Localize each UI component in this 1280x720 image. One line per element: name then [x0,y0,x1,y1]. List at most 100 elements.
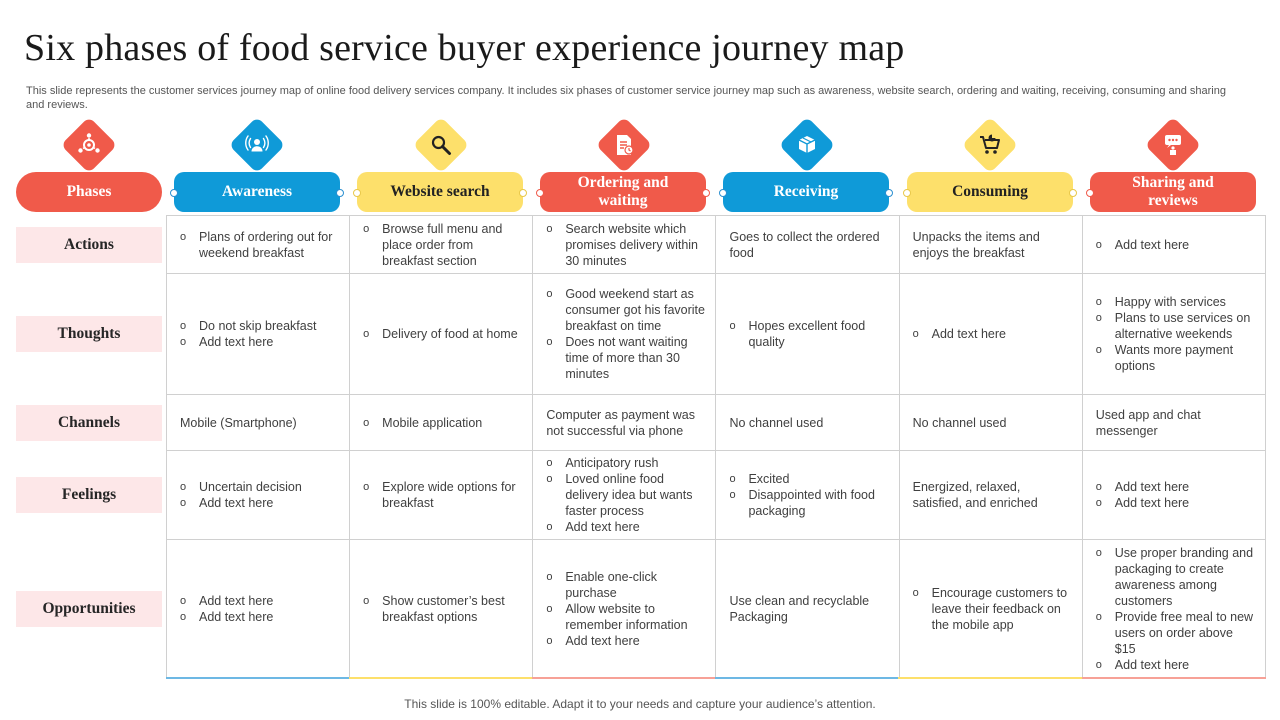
phase-label: Awareness [221,183,293,200]
bullet-list: Uncertain decisionAdd text here [180,479,339,511]
bullet-item: Add text here [1096,237,1255,253]
cell-text: Computer as payment was not successful v… [546,407,695,438]
bullet-item: Use proper branding and packaging to cre… [1096,545,1255,609]
row-label-channels: Channels [16,405,162,441]
table-cell: Add text hereAdd text here [165,539,351,678]
bullet-item: Add text here [1096,479,1255,495]
column-underline [349,677,532,679]
bullet-list: Use proper branding and packaging to cre… [1096,545,1255,673]
bullet-list: ExcitedDisappointed with food packaging [729,471,888,519]
bullet-item: Wants more payment options [1096,342,1255,374]
phase-header-consuming: Consuming [907,172,1073,212]
row-label-opportunities: Opportunities [16,591,162,627]
bullet-list: Happy with servicesPlans to use services… [1096,294,1255,374]
column-underline [715,677,898,679]
table-cell: Used app and chat messenger [1081,394,1267,451]
table-cell: Mobile (Smartphone) [165,394,351,451]
bullet-list: Add text here [913,326,1072,342]
table-row: Uncertain decisionAdd text here Explore w… [165,450,1267,540]
footer-note: This slide is 100% editable. Adapt it to… [404,697,876,711]
bullet-item: Show customer’s best breakfast options [363,593,522,625]
connector-dot [1086,189,1094,197]
table-cell: Use proper branding and packaging to cre… [1081,539,1267,678]
page-title: Six phases of food service buyer experie… [24,27,905,69]
gear-network-icon [60,116,118,174]
journey-grid-body: Plans of ordering out for weekend breakf… [165,215,1267,678]
table-row: Plans of ordering out for weekend breakf… [165,215,1267,274]
table-cell: Use clean and recyclable Packaging [715,539,900,678]
cell-text: Use clean and recyclable Packaging [729,593,870,624]
journey-grid: Plans of ordering out for weekend breakf… [165,215,1267,678]
table-cell: Search website which promises delivery w… [532,215,717,274]
bullet-item: Plans to use services on alternative wee… [1096,310,1255,342]
bullet-item: Delivery of food at home [363,326,522,342]
row-label-thoughts: Thoughts [16,316,162,352]
bullet-item: Enable one-click purchase [546,569,705,601]
cell-text: Goes to collect the ordered food [729,229,880,260]
table-cell: Encourage customers to leave their feedb… [898,539,1083,678]
phases-header-label: Phases [66,183,112,200]
table-cell: Enable one-click purchaseAllow website t… [532,539,717,678]
table-cell: Add text here [1081,215,1267,274]
magnifier-icon [412,116,470,174]
column-underline [898,677,1082,679]
connector-dot [536,189,544,197]
table-cell: Browse full menu and place order from br… [349,215,534,274]
table-cell: Mobile application [349,394,534,451]
connector-dot [353,189,361,197]
bullet-item: Allow website to remember information [546,601,705,633]
bullet-list: Add text here [1096,237,1255,253]
bullet-item: Disappointed with food packaging [729,487,888,519]
bullet-item: Explore wide options for breakfast [363,479,522,511]
cell-text: No channel used [912,415,1007,430]
row-label-actions: Actions [16,227,162,263]
column-underline [532,677,715,679]
phase-header-website-search: Website search [357,172,523,212]
bullet-item: Mobile application [363,415,522,431]
phase-label: Receiving [773,183,839,200]
cell-text: Used app and chat messenger [1095,407,1201,438]
bullet-list: Add text hereAdd text here [180,593,339,625]
slide-description: This slide represents the customer servi… [26,85,1226,111]
cell-text: No channel used [729,415,824,430]
connector-dot [1069,189,1077,197]
bullet-list: Encourage customers to leave their feedb… [913,585,1072,633]
phase-label: Website search [390,183,490,200]
bullet-item: Happy with services [1096,294,1255,310]
bullet-item: Add text here [546,519,705,535]
table-cell: Anticipatory rushLoved online food deliv… [532,450,717,540]
bullet-item: Add text here [180,334,339,350]
table-cell: Explore wide options for breakfast [349,450,534,540]
bullet-item: Provide free meal to new users on order … [1096,609,1255,657]
bullet-item: Plans of ordering out for weekend breakf… [180,229,339,261]
bullet-list: Mobile application [363,415,522,431]
table-cell: Delivery of food at home [349,273,534,395]
bullet-item: Add text here [546,633,705,649]
bullet-item: Add text here [180,609,339,625]
phase-header-awareness: Awareness [174,172,340,212]
cell-text: Unpacks the items and enjoys the breakfa… [912,229,1040,260]
table-cell: No channel used [715,394,900,451]
connector-dot [903,189,911,197]
shopping-cart-icon [961,116,1019,174]
bullet-item: Browse full menu and place order from br… [363,221,522,269]
bullet-item: Does not want waiting time of more than … [546,334,705,382]
table-cell: Computer as payment was not successful v… [532,394,717,451]
table-cell: Happy with servicesPlans to use services… [1081,273,1267,395]
chat-review-icon [1144,116,1202,174]
table-cell: Add text here [898,273,1083,395]
table-cell: ExcitedDisappointed with food packaging [715,450,900,540]
bullet-list: Hopes excellent food quality [729,318,888,350]
table-cell: Uncertain decisionAdd text here [165,450,351,540]
table-cell: No channel used [898,394,1083,451]
phase-header-ordering-and-waiting: Ordering and waiting [540,172,706,212]
bullet-item: Add text here [180,593,339,609]
parcel-box-icon [778,116,836,174]
bullet-list: Anticipatory rushLoved online food deliv… [546,455,705,535]
table-row: Add text hereAdd text hereShow customer’… [165,539,1267,678]
bullet-item: Excited [729,471,888,487]
order-document-icon [595,116,653,174]
table-cell: Unpacks the items and enjoys the breakfa… [898,215,1083,274]
bullet-list: Search website which promises delivery w… [546,221,705,269]
table-row: Mobile (Smartphone) Mobile application Com… [165,394,1267,451]
